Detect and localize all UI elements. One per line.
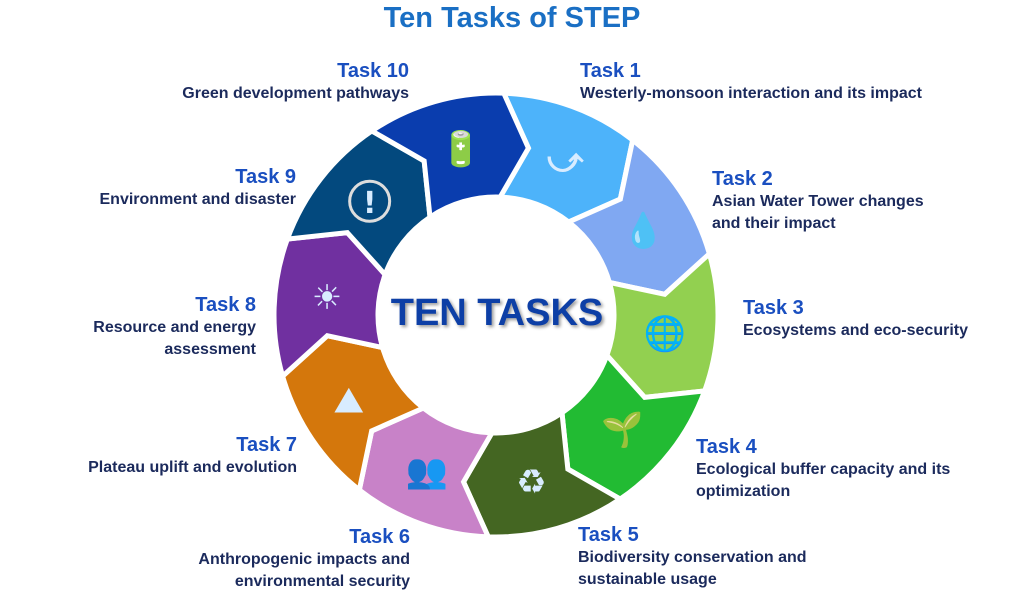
task-1-title: Task 1 (580, 60, 641, 82)
hand-sprout-icon: 🌱 (601, 410, 643, 450)
task-5-desc-1: Biodiversity conservation and (578, 549, 807, 566)
task-6-title: Task 6 (349, 526, 410, 548)
task-9-title: Task 9 (235, 166, 296, 188)
task-4-desc-2: optimization (696, 483, 791, 500)
task-4-label: Task 4 Ecological buffer capacity and it… (696, 436, 950, 503)
warning-circle (348, 179, 392, 223)
task-9-desc: Environment and disaster (99, 191, 297, 208)
task-6-desc-1: Anthropogenic impacts and (198, 551, 410, 568)
task-10-title: Task 10 (337, 60, 409, 82)
task-7-label: Task 7 Plateau uplift and evolution (88, 434, 297, 479)
task-8-title: Task 8 (195, 294, 256, 316)
task-2-label: Task 2 Asian Water Tower changes and the… (712, 168, 924, 235)
task-4-title: Task 4 (696, 436, 757, 458)
green-battery-icon: 🔋 (439, 130, 481, 170)
task-9-label: Task 9 Environment and disaster (100, 166, 297, 211)
task-5-desc-2: sustainable usage (578, 571, 717, 588)
water-drops-icon: 💧 (622, 211, 664, 251)
task-8-desc-1: Resource and energy (93, 319, 256, 336)
page-title: Ten Tasks of STEP (383, 2, 641, 34)
task-7-title: Task 7 (236, 434, 297, 456)
task-8-desc-2: assessment (164, 341, 256, 358)
people-group-icon: 👥 (406, 451, 448, 491)
task-1-label: Task 1 Westerly-monsoon interaction and … (580, 60, 922, 105)
task-10-segment (367, 90, 532, 222)
recycle-leaf-icon: ♻ (516, 462, 546, 502)
task-2-desc-2: and their impact (712, 215, 836, 232)
task-2-title: Task 2 (712, 168, 773, 190)
task-10-desc: Green development pathways (182, 85, 409, 102)
task-3-label: Task 3 Ecosystems and eco-security (743, 297, 968, 342)
task-3-desc: Ecosystems and eco-security (743, 322, 968, 339)
center-label: TEN TASKS (390, 292, 604, 334)
mountain-icon: ⛰ (333, 381, 363, 421)
task-5-title: Task 5 (578, 524, 639, 546)
solar-panel-icon: ☀ (312, 278, 342, 318)
task-8-label: Task 8 Resource and energy assessment (93, 294, 256, 361)
task-2-desc-1: Asian Water Tower changes (712, 193, 924, 210)
circulation-arrows-icon: ⤻ (547, 141, 584, 181)
task-10-label: Task 10 Green development pathways (182, 60, 409, 105)
task-6-desc-2: environmental security (234, 573, 410, 590)
leaf-globe-icon: 🌐 (644, 314, 686, 354)
task-7-desc: Plateau uplift and evolution (88, 459, 297, 476)
task-3-title: Task 3 (743, 297, 804, 319)
task-1-desc: Westerly-monsoon interaction and its imp… (580, 85, 922, 102)
task-6-label: Task 6 Anthropogenic impacts and environ… (198, 526, 410, 593)
task-5-label: Task 5 Biodiversity conservation and sus… (578, 524, 807, 591)
warning-icon: ! (363, 186, 377, 221)
task-4-desc-1: Ecological buffer capacity and its (696, 461, 951, 478)
